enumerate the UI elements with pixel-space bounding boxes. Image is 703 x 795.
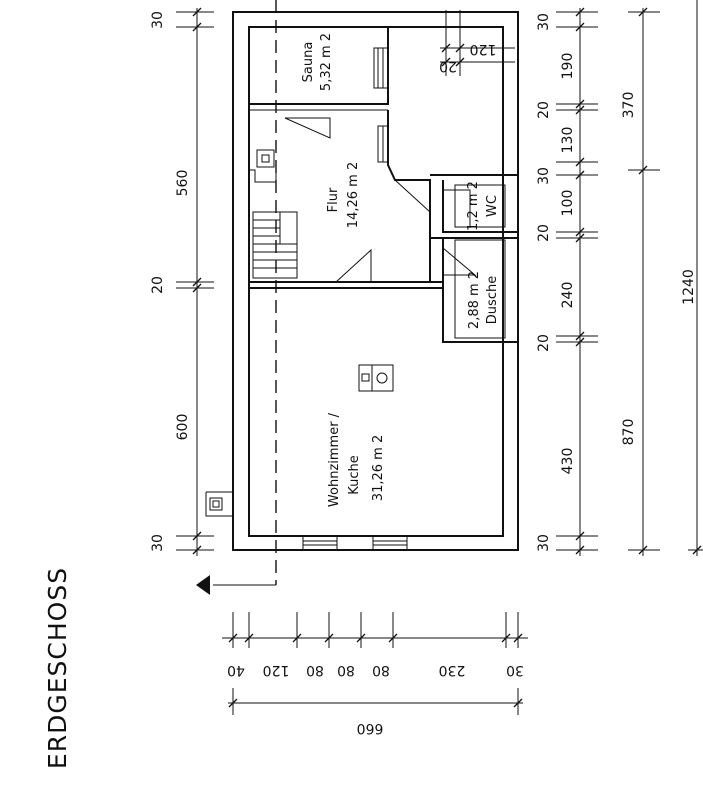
dim-right-2: 20	[536, 101, 552, 119]
staircase	[252, 211, 298, 279]
plan-title: ERDGESCHOSS	[43, 567, 72, 769]
dim-right-1: 190	[560, 53, 576, 80]
dims-top-small: 120 20	[439, 10, 515, 76]
dim-left-1: 560	[175, 170, 191, 197]
building-walls	[205, 11, 519, 551]
sauna-area: 5,32 m 2	[319, 33, 334, 91]
room-sauna: Sauna 5,32 m 2	[249, 27, 389, 139]
flur-area: 14,26 m 2	[346, 162, 361, 228]
dim-right-3: 130	[560, 127, 576, 154]
sauna-name: Sauna	[301, 42, 316, 83]
dim-bottom-2: 80	[306, 662, 324, 678]
dims-bottom: 40 120 80 80 80 230 30	[222, 612, 528, 678]
dim-right-10: 30	[536, 534, 552, 552]
dim-total-660: 660	[357, 720, 384, 736]
section-line	[196, 0, 277, 595]
dim-right-7: 240	[560, 282, 576, 309]
dusche-area: 2,88 m 2	[467, 271, 482, 329]
dim-top-120: 120	[470, 41, 497, 57]
wc-area: 1,2 m 2	[466, 181, 481, 231]
flur-name: Flur	[326, 187, 341, 212]
dim-left-2: 20	[150, 276, 166, 294]
room-dusche: 2,88 m 2 Dusche	[429, 238, 518, 343]
dims-right-outer: 370 870	[621, 7, 660, 556]
dim-total-1240: 1240	[681, 269, 697, 305]
room-wohnzimmer: Wohnzimmer / Kuche 31,26 m 2	[209, 364, 408, 551]
dim-left-4: 30	[150, 534, 166, 552]
dim-top-20: 20	[439, 58, 457, 74]
dim-right-4: 30	[536, 167, 552, 185]
wohn-area: 31,26 m 2	[371, 435, 386, 501]
wall-flur-wohn	[249, 281, 443, 289]
room-wc: 1,2 m 2 WC	[430, 174, 518, 239]
wohn-name-1: Wohnzimmer /	[327, 412, 342, 507]
dim-right-9: 430	[560, 448, 576, 475]
dim-bottom-0: 40	[227, 662, 245, 678]
dim-bottom-3: 80	[337, 662, 355, 678]
dim-bottom-4: 80	[372, 662, 390, 678]
wc-name: WC	[485, 195, 500, 217]
dim-bottom-5: 230	[439, 662, 466, 678]
dim-left-0: 30	[150, 11, 166, 29]
dims-right-total: 1240	[681, 0, 703, 556]
dim-left-3: 600	[175, 414, 191, 441]
room-flur: Flur 14,26 m 2	[249, 110, 431, 283]
dims-left: 30 560 20 600 30	[150, 7, 214, 556]
dims-bottom-total: 660	[228, 688, 523, 736]
dim-right-6: 20	[536, 224, 552, 242]
dims-right-inner: 30 190 20 130 30 100 20 240 20 430 30	[536, 7, 598, 556]
dim-bottom-6: 30	[506, 662, 524, 678]
dim-right-8: 20	[536, 334, 552, 352]
dim-right-0: 30	[536, 13, 552, 31]
dim-outer-370: 370	[621, 92, 637, 119]
dim-bottom-1: 120	[263, 662, 290, 678]
wohn-name-2: Kuche	[347, 455, 362, 495]
dusche-name: Dusche	[485, 276, 500, 324]
dim-outer-870: 870	[621, 419, 637, 446]
dim-right-5: 100	[560, 190, 576, 217]
